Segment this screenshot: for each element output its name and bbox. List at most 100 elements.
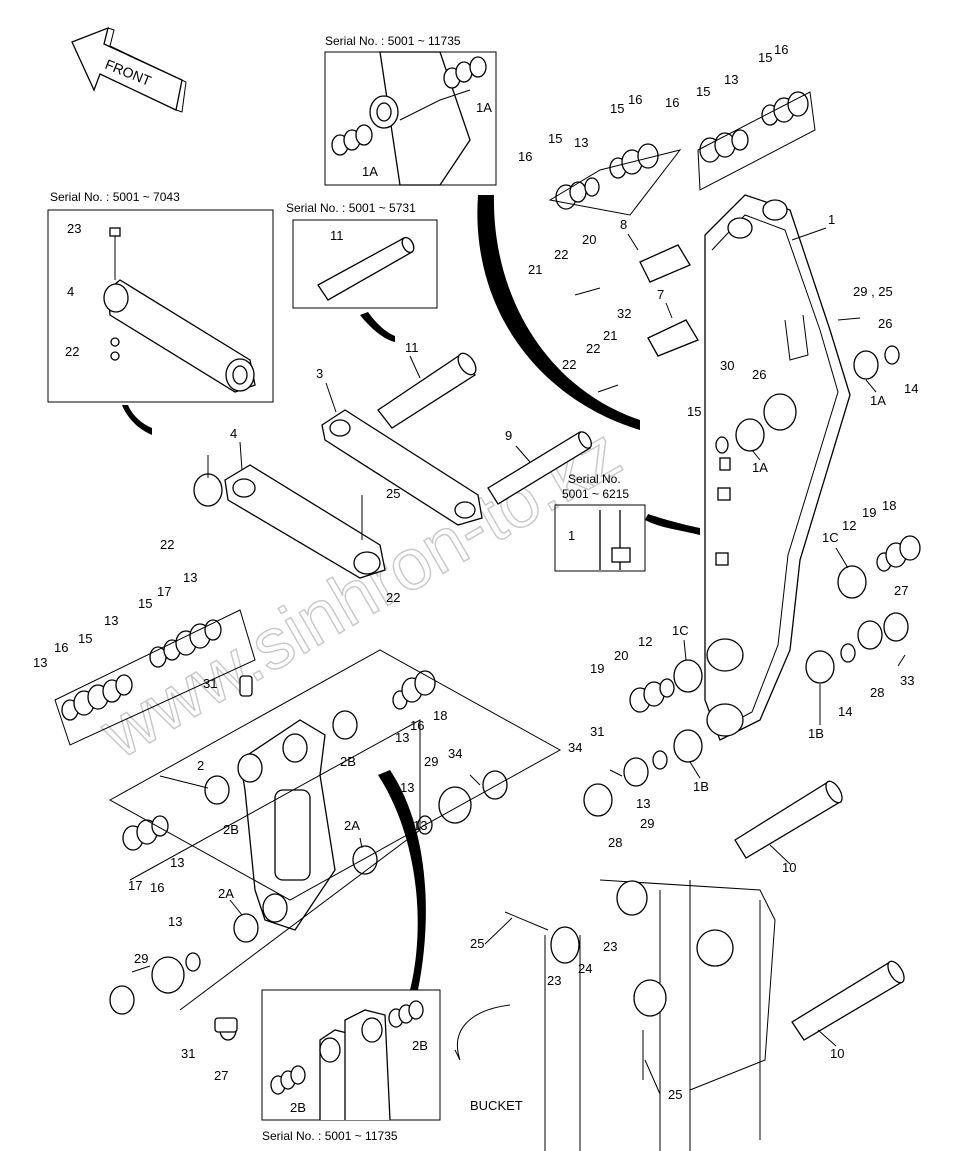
arm-body [704,194,851,741]
pin-10-upper [734,780,843,859]
callout: 1C [672,623,689,638]
inset-top-center: Serial No. : 5001 ~ 11735 1A 1A [324,34,497,186]
callout: 1A [476,100,492,115]
callout: 10 [782,860,796,875]
callout: 18 [433,708,447,723]
callout: 20 [614,648,628,663]
callout: 27 [894,583,908,598]
bucket-label: BUCKET [470,1098,523,1113]
bushing-pair [331,56,487,156]
callout: 15 [610,101,624,116]
washer-stack-center [108,473,703,1041]
callout: 10 [830,1046,844,1061]
pin-9 [487,431,592,505]
callout: 25 [668,1087,682,1102]
inset-bottom: Serial No. : 5001 ~ 11735 2B 2B [261,989,441,1143]
callout: 19 [862,505,876,520]
callout: 8 [620,217,627,232]
callout: 2B [340,754,356,769]
callout: 22 [386,590,400,605]
callout: 16 [628,92,642,107]
callout: 27 [214,1068,228,1083]
callout: 34 [568,740,582,755]
pointer-swoosh [477,195,640,430]
callout: 11 [405,340,419,355]
callout: 9 [505,428,512,443]
callout: 25 [470,936,484,951]
callout: 13 [395,730,409,745]
callout: 13 [636,796,650,811]
callout: 4 [67,284,74,299]
callout: 1B [693,779,709,794]
callout: 26 [878,316,892,331]
callout: 24 [578,961,592,976]
callout: 25 [386,486,400,501]
pin-10-lower [791,960,905,1041]
inset-caption-line2: 5001 ~ 6215 [562,487,629,501]
callout: 31 [203,676,217,691]
callout: 7 [657,287,664,302]
callout: 11 [330,228,344,243]
callout: 28 [870,685,884,700]
callout: 13 [400,780,414,795]
callout: 1B [808,726,824,741]
callout: 2B [290,1100,306,1115]
callout: 14 [838,704,852,719]
inset-caption: Serial No. : 5001 ~ 7043 [50,190,180,204]
bucket-bracket: BUCKET [454,879,776,1151]
callouts: 1 1A 1A 1B 1B 1C 1C 2 2A 2A 2B 2B 3 4 7 … [33,42,918,1102]
washer-stack-top [548,91,816,216]
callout: 16 [774,42,788,57]
callout: 31 [590,724,604,739]
inset-pin: Serial No. : 5001 ~ 5731 11 [286,201,438,309]
callout: 13 [183,570,197,585]
callout: 16 [665,95,679,110]
callout: 2B [223,822,239,837]
callout: 13 [168,914,182,929]
callout: 1 [568,528,575,543]
callout: 14 [904,381,918,396]
callout: 16 [54,640,68,655]
callout: 29 [134,951,148,966]
callout: 32 [617,306,631,321]
callout: 4 [230,426,237,441]
link-2 [237,719,336,931]
washer-stack-left [54,609,256,746]
pin-11 [377,352,477,429]
callout: 23 [547,973,561,988]
callout: 12 [842,518,856,533]
callout: 13 [413,818,427,833]
callout: 15 [138,596,152,611]
callout: 13 [574,135,588,150]
callout: 17 [157,584,171,599]
callout: 22 [554,247,568,262]
callout: 26 [752,367,766,382]
bolts [131,244,906,1033]
callout: 13 [33,655,47,670]
callout: 22 [586,341,600,356]
callout: 21 [603,328,617,343]
callout: 2A [344,818,360,833]
callout: 22 [160,537,174,552]
callout: 15 [758,50,772,65]
pointer-swoosh [645,514,700,535]
callout: 12 [638,634,652,649]
washer-stack-right [715,345,921,684]
callout: 19 [590,661,604,676]
callout: 1C [822,530,839,545]
callout: 1A [752,460,768,475]
callout: 2B [412,1038,428,1053]
inset-caption: Serial No. : 5001 ~ 5731 [286,201,416,215]
inset-top-left: Serial No. : 5001 ~ 7043 23 4 22 [47,190,274,403]
callout: 23 [67,221,81,236]
callout: 16 [410,718,424,733]
inset-caption: Serial No. : 5001 ~ 11735 [262,1129,398,1143]
pointer-swoosh [122,405,152,435]
callout: 28 [608,835,622,850]
callout: 1A [870,393,886,408]
callout: 30 [720,358,734,373]
callout: 29 , 25 [853,284,893,299]
callout: 15 [548,131,562,146]
callout: 18 [882,498,896,513]
